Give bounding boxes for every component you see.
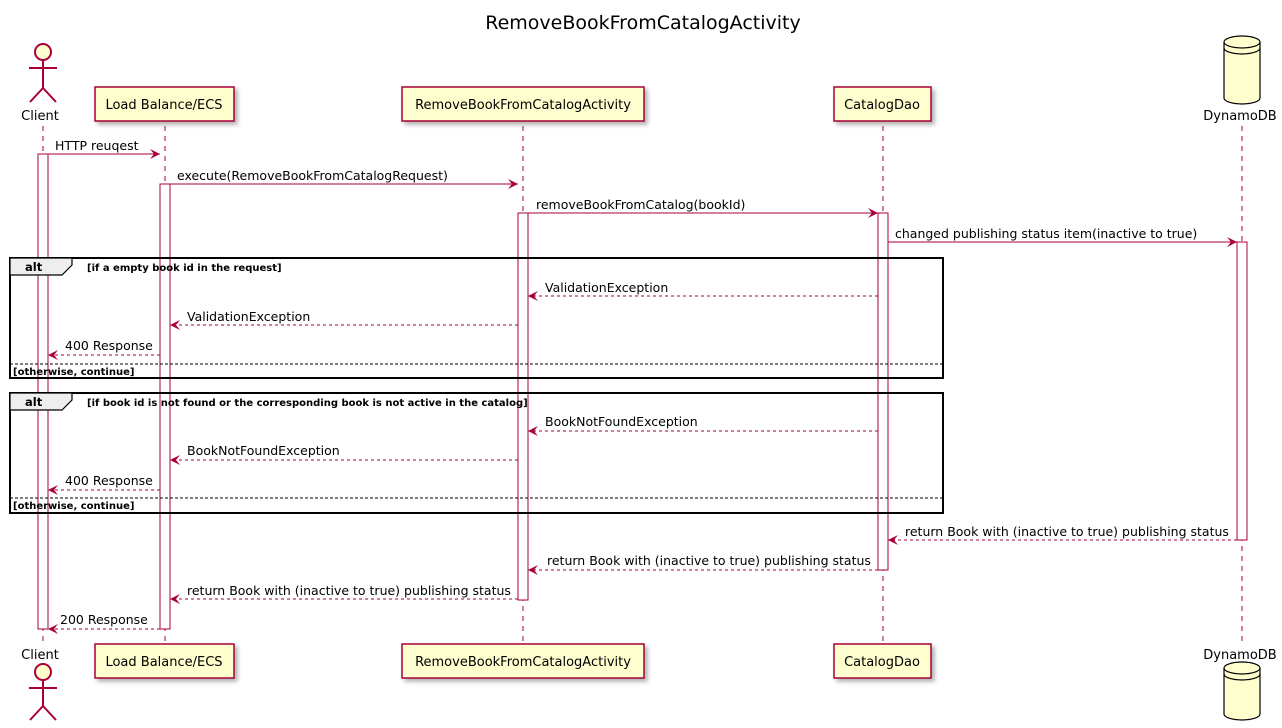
participant-box-catalog-dao-bottom	[833, 643, 932, 679]
message-label: execute(RemoveBookFromCatalogRequest)	[177, 168, 448, 183]
message-label: 200 Response	[60, 612, 148, 627]
participant-box-load-balance-top	[94, 86, 235, 122]
message-label: ValidationException	[187, 309, 310, 324]
participant-box-load-balance-bottom	[94, 643, 235, 679]
participant-label-catalog-dao-top: CatalogDao	[844, 98, 920, 113]
message-labels: HTTP reuqest execute(RemoveBookFromCatal…	[55, 138, 1229, 627]
message-label: return Book with (inactive to true) publ…	[905, 524, 1229, 539]
message-label: BookNotFoundException	[545, 414, 698, 429]
message-label: HTTP reuqest	[55, 138, 139, 153]
message-label: changed publishing status item(inactive …	[895, 226, 1197, 241]
fragment-else-condition: [otherwise, continue]	[13, 367, 134, 378]
fragment-alt-2: alt [if book id is not found or the corr…	[9, 392, 944, 514]
activation-dynamodb	[1236, 241, 1248, 541]
participant-label-load-balance-bottom: Load Balance/ECS	[105, 655, 222, 670]
fragment-keyword: alt	[25, 395, 43, 409]
participant-box-catalog-dao-top	[833, 86, 932, 122]
message-label: BookNotFoundException	[187, 443, 340, 458]
message-label: return Book with (inactive to true) publ…	[187, 583, 511, 598]
message-label: 400 Response	[65, 338, 153, 353]
activation-activity	[517, 212, 529, 601]
activation-load-balance	[159, 183, 171, 630]
fragment-alt-1: alt [if a empty book id in the request] …	[9, 257, 944, 379]
message-label: ValidationException	[545, 280, 668, 295]
diagram-title: RemoveBookFromCatalogActivity	[485, 12, 801, 34]
database-icon-dynamodb-bottom	[1223, 661, 1261, 721]
messages	[48, 149, 1237, 634]
participant-label-catalog-dao-bottom: CatalogDao	[844, 655, 920, 670]
fragment-else-condition: [otherwise, continue]	[13, 501, 134, 512]
participant-label-activity-bottom: RemoveBookFromCatalogActivity	[415, 655, 631, 670]
participant-box-activity-top	[401, 86, 645, 122]
participant-label-dynamodb-bottom: DynamoDB	[1203, 648, 1276, 663]
fragment-condition: [if book id is not found or the correspo…	[87, 398, 528, 409]
participant-label-dynamodb-top: DynamoDB	[1203, 109, 1276, 124]
participant-box-activity-bottom	[401, 643, 645, 679]
fragment-condition: [if a empty book id in the request]	[87, 263, 282, 274]
actor-client-top	[29, 43, 57, 103]
message-label: removeBookFromCatalog(bookId)	[536, 197, 745, 212]
participant-label-activity-top: RemoveBookFromCatalogActivity	[415, 98, 631, 113]
actor-client-bottom	[29, 663, 57, 721]
participant-label-client-top: Client	[21, 109, 59, 124]
fragment-keyword: alt	[25, 260, 43, 274]
participant-label-load-balance-top: Load Balance/ECS	[105, 98, 222, 113]
message-label: 400 Response	[65, 473, 153, 488]
activation-bars	[37, 153, 1248, 630]
participant-label-client-bottom: Client	[21, 648, 59, 663]
activation-client	[37, 153, 49, 630]
activation-catalog-dao	[877, 212, 889, 571]
database-icon-dynamodb-top	[1223, 35, 1261, 105]
message-label: return Book with (inactive to true) publ…	[547, 553, 871, 568]
